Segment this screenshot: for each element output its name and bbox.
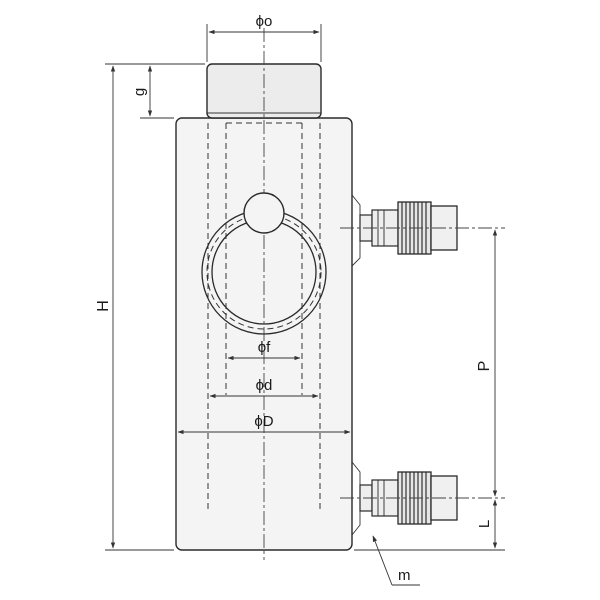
dimension-g-label: g — [131, 88, 148, 96]
dimension-d: ϕd — [209, 377, 319, 399]
dimension-big-d: ϕD — [177, 413, 351, 435]
port-centerlines — [340, 227, 505, 499]
carry-handle — [201, 192, 327, 335]
dimension-big-d-label: ϕD — [254, 413, 273, 430]
dimension-f: ϕf — [227, 339, 301, 361]
port-flanges — [351, 194, 361, 536]
dimension-o-label: ϕo — [256, 13, 273, 30]
dimension-f-label: ϕf — [258, 339, 271, 356]
dimension-o: ϕo — [206, 13, 322, 62]
dimension-p-label: P — [476, 361, 493, 372]
dimension-h: H — [95, 63, 174, 551]
dimension-p: P — [476, 229, 498, 497]
hidden-lines — [207, 122, 321, 510]
dimension-d-label: ϕd — [256, 377, 273, 394]
dimension-h-label: H — [95, 300, 112, 312]
dimension-l: L — [354, 499, 505, 551]
leader-m-label: m — [398, 567, 411, 584]
leader-m: m — [372, 535, 420, 586]
dimension-l-label: L — [476, 520, 493, 528]
dimension-g: g — [131, 63, 205, 119]
